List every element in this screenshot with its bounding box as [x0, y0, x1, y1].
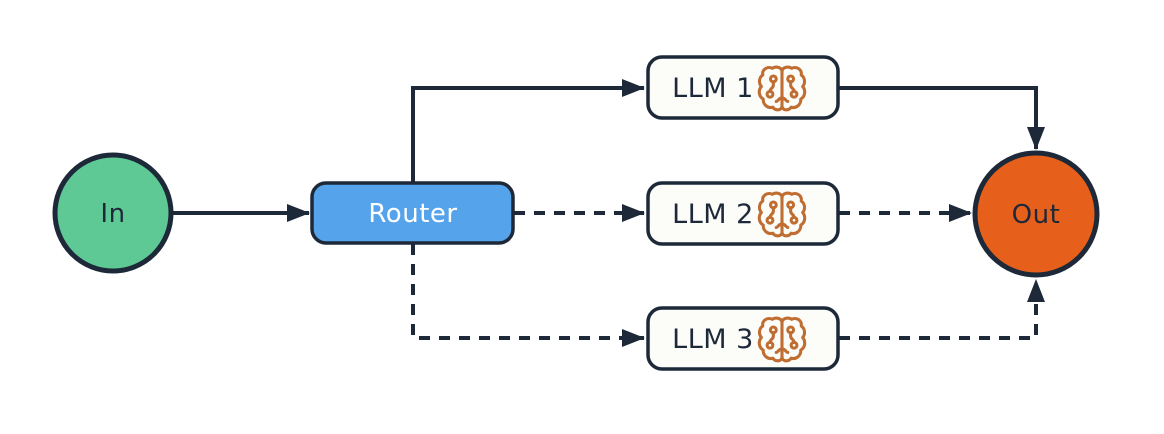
out-label: Out	[1012, 200, 1061, 230]
in-circle	[52, 152, 174, 274]
in-label: In	[100, 199, 125, 229]
out-circle	[972, 150, 1100, 278]
node-out: Out	[972, 150, 1100, 278]
node-in: In	[52, 152, 174, 274]
router-label: Router	[368, 199, 457, 229]
node-router: Router	[310, 181, 515, 245]
llm3-box	[646, 306, 840, 371]
llm2-box	[646, 181, 840, 246]
edge-router-to-llm1	[411, 79, 645, 183]
node-llm3: LLM 3	[646, 306, 840, 371]
llm2-label: LLM 2	[672, 199, 754, 230]
node-llm2: LLM 2	[646, 181, 840, 246]
llm1-box	[646, 55, 840, 120]
node-llm1: LLM 1	[646, 55, 840, 120]
llm3-label: LLM 3	[672, 324, 754, 355]
router-box	[310, 181, 515, 245]
edge-llm3-to-out	[839, 279, 1045, 340]
edge-llm1-to-out	[839, 86, 1045, 150]
llm1-label: LLM 1	[672, 73, 754, 104]
edge-router-to-llm3	[411, 244, 645, 347]
